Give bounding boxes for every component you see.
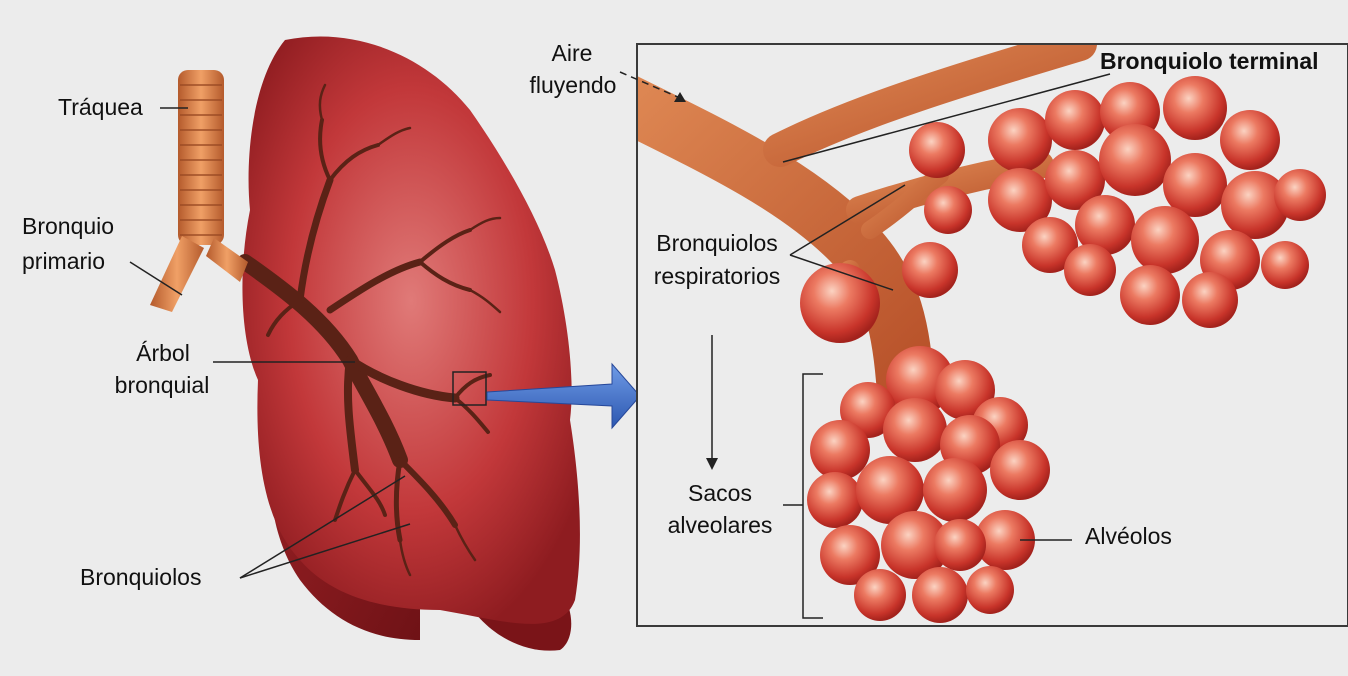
label-bronquiolos-respiratorios-line2: respiratorios: [636, 263, 798, 290]
label-bronquio-primario-line2: primario: [22, 248, 105, 275]
label-traquea: Tráquea: [58, 94, 143, 121]
label-bronquiolos-respiratorios-line1: Bronquiolos: [642, 230, 792, 257]
label-aire-fluyendo-line2: fluyendo: [518, 72, 628, 99]
label-sacos-alveolares-line2: alveolares: [655, 512, 785, 539]
label-arbol-bronquial-line1: Árbol: [108, 340, 218, 367]
label-bronquiolo-terminal: Bronquiolo terminal: [1100, 48, 1319, 75]
label-bronquiolos: Bronquiolos: [80, 564, 201, 591]
label-arbol-bronquial-line2: bronquial: [100, 372, 224, 399]
label-aire-fluyendo-line1: Aire: [522, 40, 622, 67]
label-bronquio-primario-line1: Bronquio: [22, 213, 114, 240]
label-sacos-alveolares-line1: Sacos: [660, 480, 780, 507]
label-alveolos: Alvéolos: [1085, 523, 1172, 550]
